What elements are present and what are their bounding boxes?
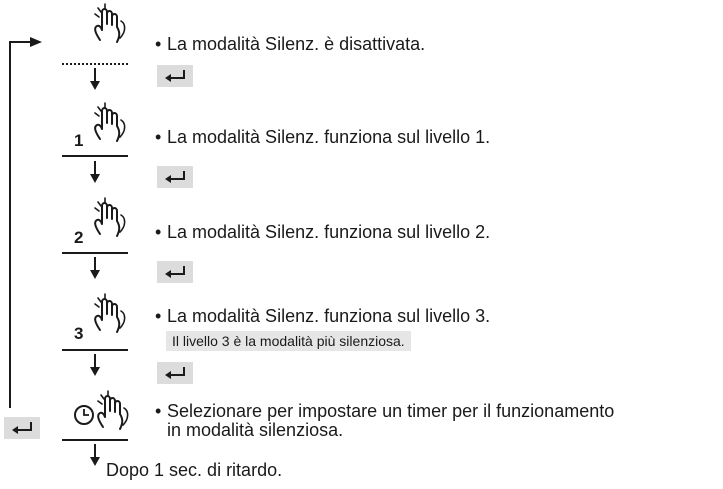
footer-delay-text: Dopo 1 sec. di ritardo. [106,460,283,480]
down-arrow-icon [89,443,101,467]
step-text: La modalità Silenz. è disattivata. [167,34,426,54]
clock-icon [74,405,94,425]
down-arrow-icon [89,160,101,184]
hand-press-icon [94,102,126,142]
step-text: La modalità Silenz. funziona sul livello… [167,127,491,147]
enter-key-icon[interactable] [156,260,194,284]
enter-key-icon[interactable] [156,165,194,189]
bullet: • [155,222,162,242]
step-description: •La modalità Silenz. funziona sul livell… [155,305,490,327]
down-arrow-icon [89,67,101,91]
down-arrow-icon [89,256,101,280]
bullet: • [155,34,162,54]
step-description: •La modalità Silenz. funziona sul livell… [155,126,490,148]
bullet: • [155,127,162,147]
bullet: • [155,401,162,421]
enter-key-icon[interactable] [156,361,194,385]
level-number: 3 [74,324,84,343]
enter-key-icon[interactable] [156,64,194,88]
level-number: 1 [74,131,84,150]
bullet: • [155,306,162,326]
step-description: •La modalità Silenz. funziona sul livell… [155,221,490,243]
enter-key-icon[interactable] [3,416,41,440]
step-description: •Selezionare per impostare un timer per … [155,401,614,421]
step-description: •La modalità Silenz. è disattivata. [155,33,425,55]
step-description-continued: in modalità silenziosa. [167,420,344,440]
hand-press-icon [94,293,126,333]
hand-press-icon [94,3,126,43]
step-text: La modalità Silenz. funziona sul livello… [167,306,491,326]
level-number: 2 [74,228,84,247]
step-note: Il livello 3 è la modalità più silenzios… [166,331,411,351]
hand-press-icon [97,390,129,430]
hand-press-icon [94,197,126,237]
down-arrow-icon [89,353,101,377]
step-text: La modalità Silenz. funziona sul livello… [167,222,491,242]
step-text: Selezionare per impostare un timer per i… [167,401,615,421]
loop-back-arrow [9,37,42,408]
